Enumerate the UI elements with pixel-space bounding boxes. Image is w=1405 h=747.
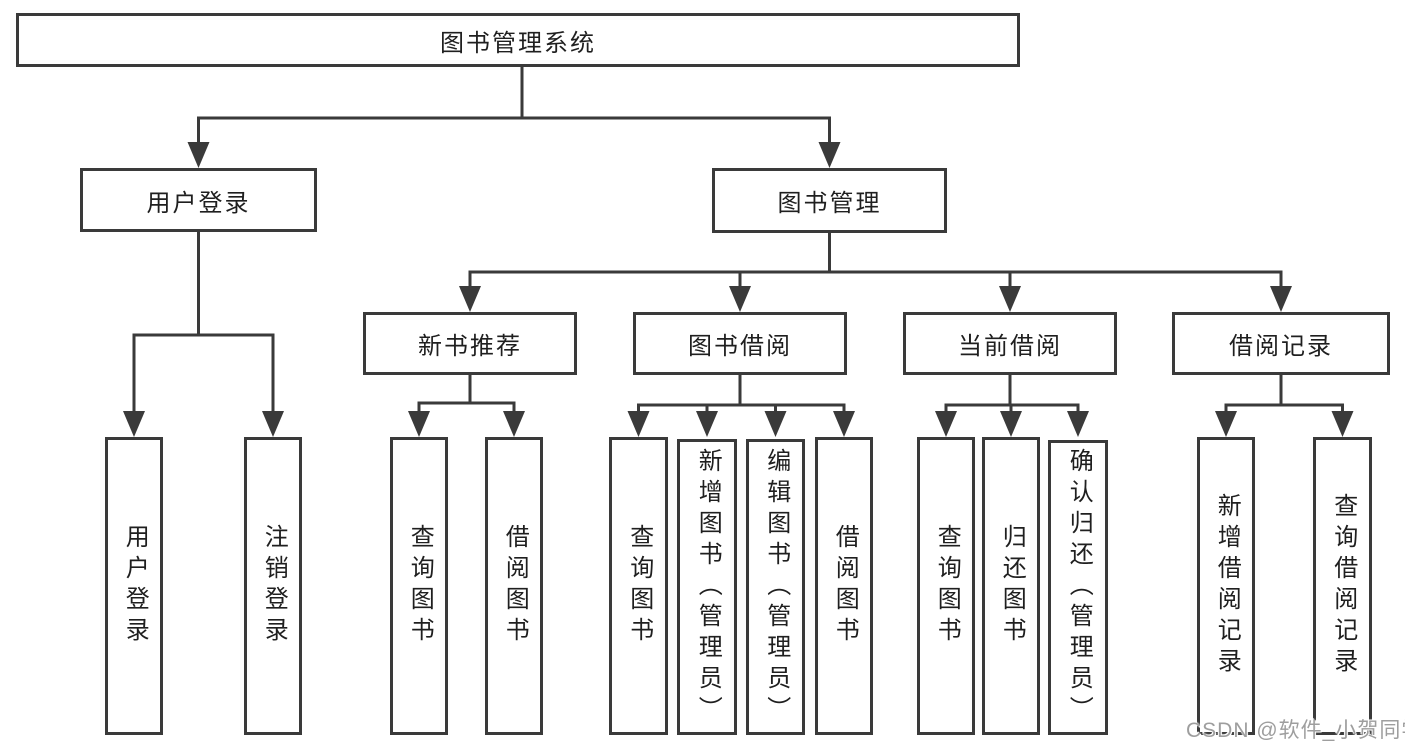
arrowhead-icon (459, 286, 481, 312)
node-label: 图书管理系统 (440, 29, 596, 57)
node-label: 新书推荐 (418, 333, 522, 360)
arrowhead-icon (1067, 411, 1089, 437)
leaf-recommend-borrow-books: 借阅图书 (485, 437, 543, 735)
leaf-current-return-books: 归还图书 (982, 437, 1040, 735)
leaf-records-add-borrow-record: 新增借阅记录 (1197, 437, 1255, 735)
leaf-label: 借阅图书 (831, 524, 859, 648)
arrowhead-icon (935, 411, 957, 437)
arrowhead-icon (818, 142, 841, 168)
leaf-label: 新增图书（管理员） (694, 447, 722, 727)
arrowhead-icon (999, 286, 1021, 312)
leaf-current-query-books: 查询图书 (917, 437, 975, 735)
leaf-label: 查询借阅记录 (1329, 493, 1357, 679)
leaf-label: 确认归还（管理员） (1065, 448, 1093, 727)
node-current-borrowing: 当前借阅 (903, 312, 1117, 375)
leaf-borrowing-add-books-admin: 新增图书（管理员） (677, 439, 737, 735)
arrowhead-icon (408, 411, 430, 437)
arrowhead-icon (1270, 286, 1292, 312)
leaf-records-query-borrow-record: 查询借阅记录 (1313, 437, 1372, 735)
leaf-label: 编辑图书（管理员） (762, 447, 790, 727)
leaf-label: 新增借阅记录 (1213, 493, 1241, 679)
leaf-label: 查询图书 (625, 524, 653, 648)
leaf-label: 归还图书 (998, 524, 1026, 648)
connector-arrowheads (123, 142, 1354, 437)
arrowhead-icon (1215, 411, 1237, 437)
arrowhead-icon (627, 411, 650, 437)
arrowhead-icon (729, 286, 751, 312)
node-book-borrowing: 图书借阅 (633, 312, 847, 375)
leaf-current-confirm-return-admin: 确认归还（管理员） (1048, 440, 1108, 735)
node-label: 图书管理 (777, 190, 882, 217)
leaf-borrowing-edit-books-admin: 编辑图书（管理员） (746, 439, 805, 735)
leaf-label: 查询图书 (406, 524, 434, 648)
arrowhead-icon (187, 142, 210, 168)
watermark: CSDN @软件_小贺同学 (1186, 719, 1405, 742)
node-label: 当前借阅 (958, 333, 1062, 360)
node-borrowing-records: 借阅记录 (1172, 312, 1390, 375)
node-library-system: 图书管理系统 (16, 13, 1020, 67)
arrowhead-icon (123, 411, 145, 437)
leaf-user-login: 用户登录 (105, 437, 163, 735)
arrowhead-icon (764, 411, 787, 437)
node-user-login: 用户登录 (80, 168, 317, 232)
leaf-label: 用户登录 (121, 524, 149, 648)
leaf-borrowing-query-books: 查询图书 (609, 437, 668, 735)
arrowhead-icon (262, 411, 284, 437)
node-label: 用户登录 (146, 189, 251, 217)
arrowhead-icon (696, 411, 718, 437)
leaf-label: 查询图书 (933, 524, 961, 648)
leaf-label: 注销登录 (260, 524, 288, 648)
leaf-logout: 注销登录 (244, 437, 302, 735)
node-new-book-recommendation: 新书推荐 (363, 312, 577, 375)
arrowhead-icon (503, 411, 525, 437)
node-book-management: 图书管理 (712, 168, 947, 233)
connector-lines (132, 67, 1344, 413)
leaf-recommend-query-books: 查询图书 (390, 437, 448, 735)
leaf-label: 借阅图书 (501, 524, 529, 648)
arrowhead-icon (833, 411, 855, 437)
node-label: 图书借阅 (688, 333, 792, 360)
arrowhead-icon (1331, 411, 1354, 437)
leaf-borrowing-borrow-books: 借阅图书 (815, 437, 873, 735)
node-label: 借阅记录 (1229, 333, 1333, 360)
arrowhead-icon (1000, 411, 1022, 437)
